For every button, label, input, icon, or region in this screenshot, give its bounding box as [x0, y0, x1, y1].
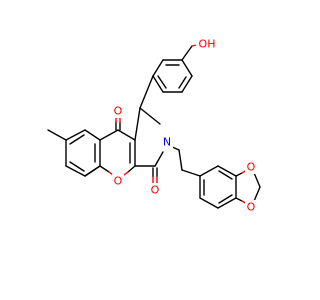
heteroatom-bonds	[84, 43, 248, 205]
structure-drawing: OH O O O N O O	[47, 37, 261, 214]
atom-labels: OH O O O N O O	[112, 37, 257, 214]
dioxole-oxygen-bottom-label: O	[247, 201, 256, 214]
ketone-oxygen-label: O	[114, 105, 123, 118]
hydroxyl-label: OH	[199, 38, 216, 51]
molecule-canvas: OH O O O N O O	[47, 37, 261, 214]
lactam-oxygen-label: O	[151, 184, 160, 197]
nitrogen-label: N	[163, 136, 171, 149]
nitrogen-bonds	[139, 107, 180, 167]
dioxole-oxygen-top-label: O	[247, 161, 256, 174]
ring-oxygen-label: O	[114, 175, 123, 188]
